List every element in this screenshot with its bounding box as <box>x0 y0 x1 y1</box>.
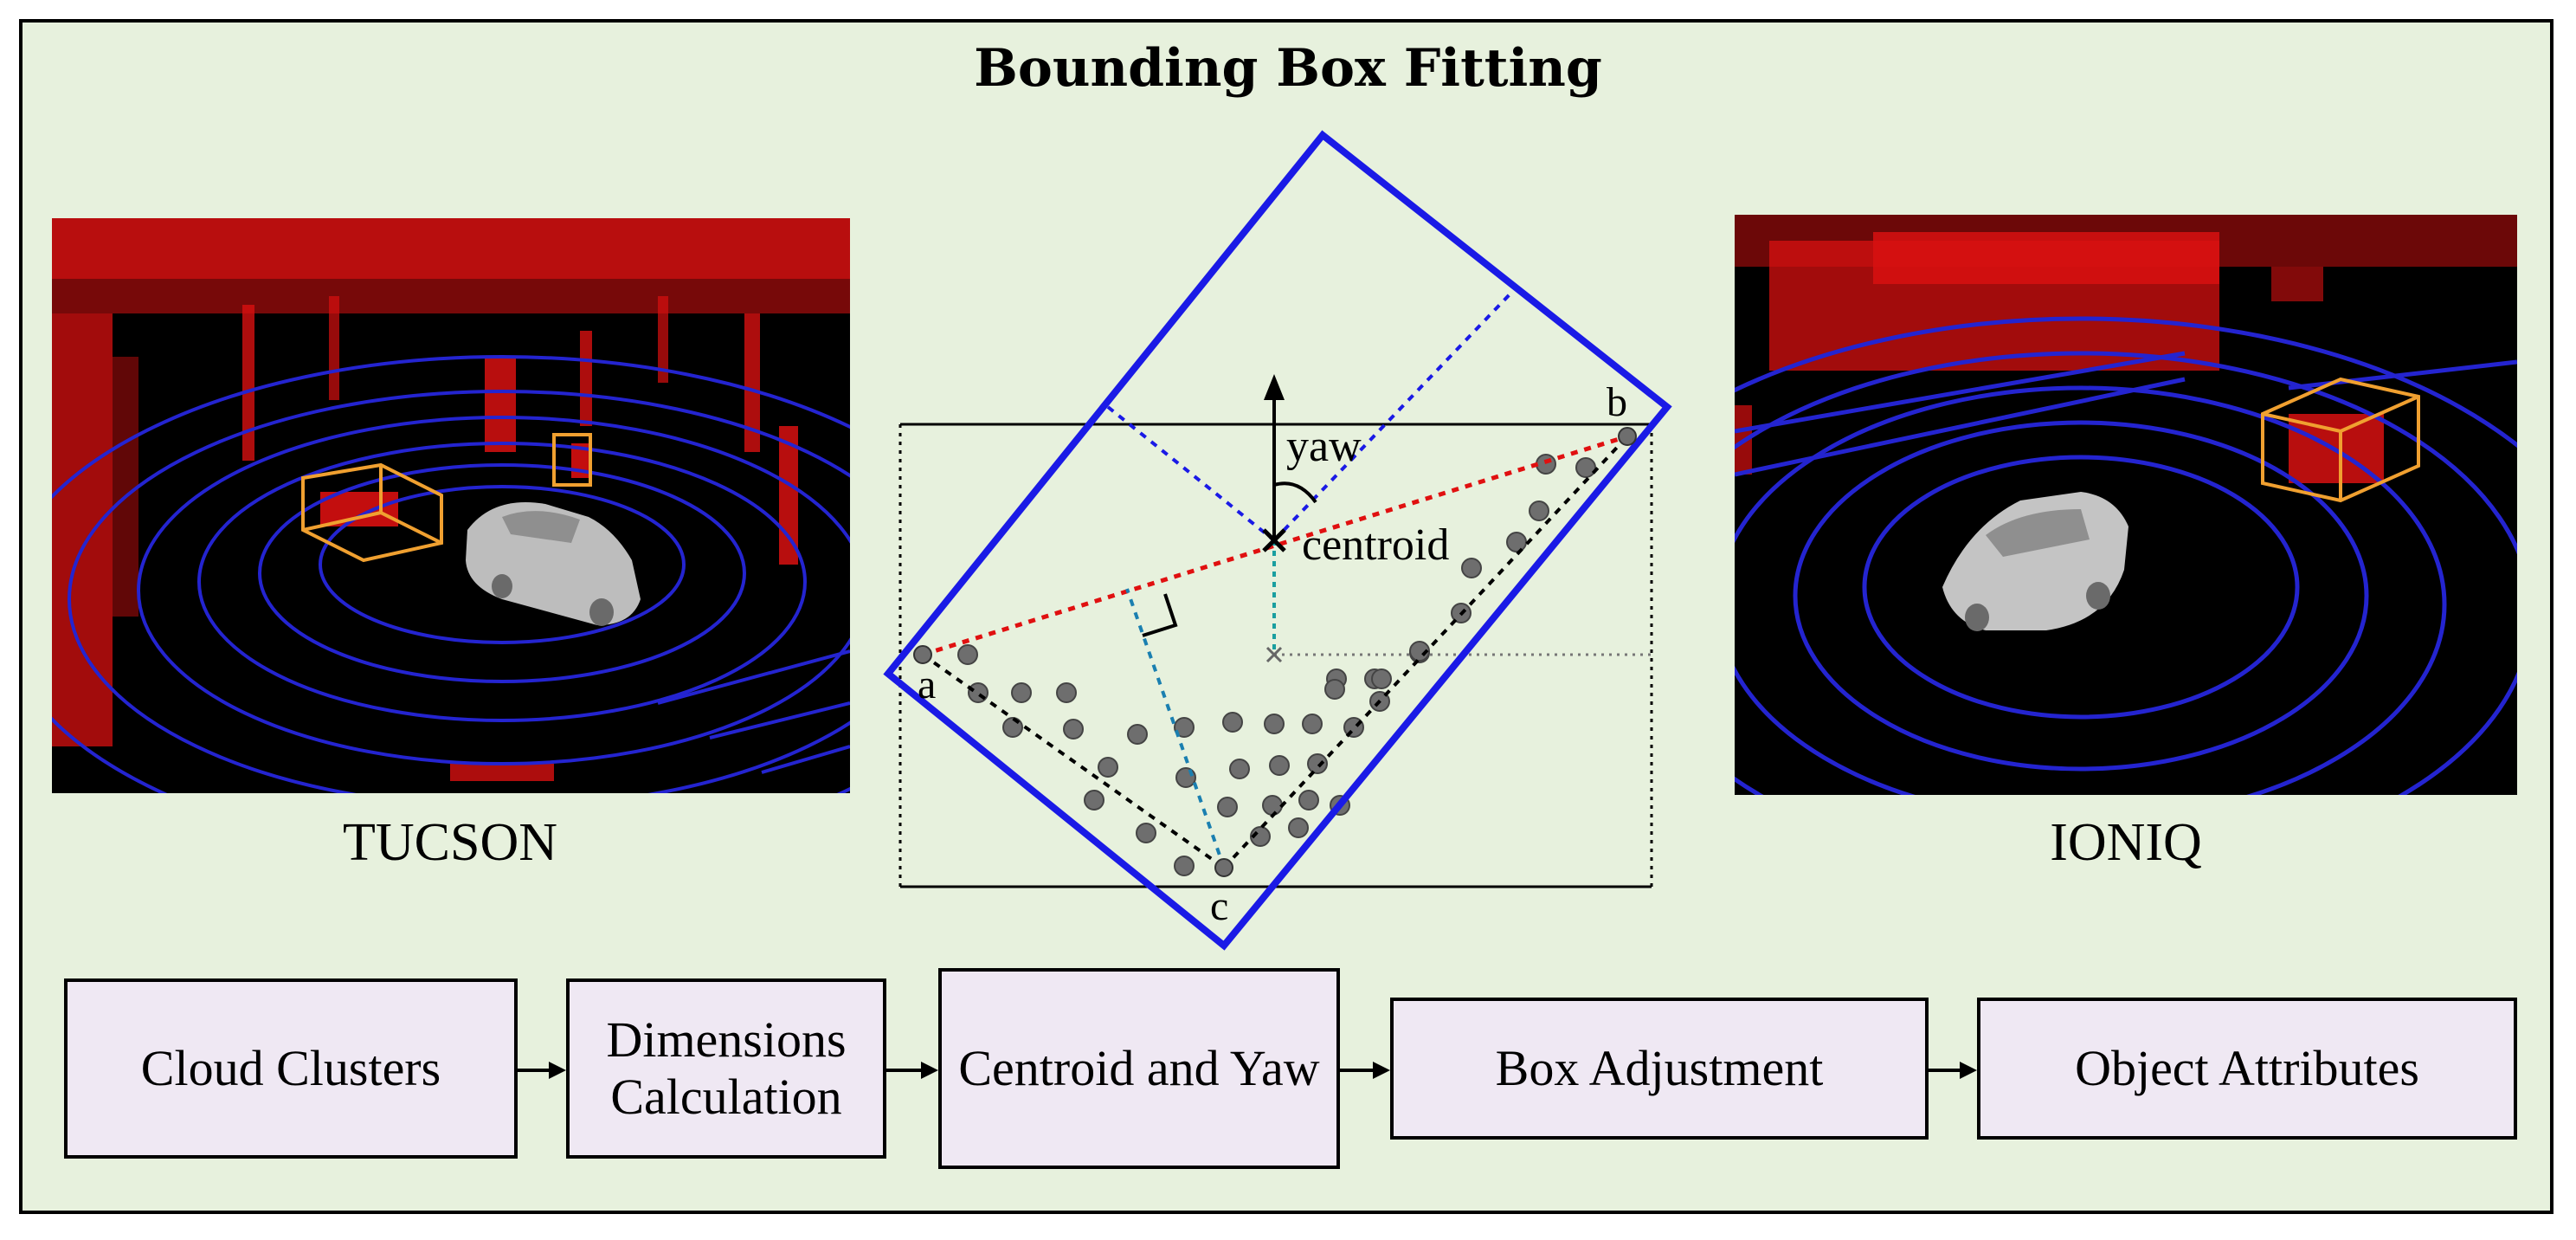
step-object-attributes: Object Attributes <box>1977 998 2517 1140</box>
fitted-bounding-box <box>883 130 1672 951</box>
yaw-angle-arc <box>1273 481 1317 504</box>
cloud-point <box>1575 457 1596 478</box>
step-dimensions-calculation: Dimensions Calculation <box>566 978 886 1159</box>
label-c: c <box>1210 883 1228 929</box>
cloud-point <box>1098 757 1118 778</box>
tucson-car-model <box>466 502 641 626</box>
label-a: a <box>918 662 936 707</box>
cloud-point <box>1084 790 1104 811</box>
ioniq-lidar-render <box>1735 215 2517 795</box>
right-angle-marker <box>1142 593 1178 637</box>
tucson-caption: TUCSON <box>342 813 558 872</box>
cloud-point <box>957 644 978 665</box>
tucson-lidar-panel <box>52 218 850 793</box>
cloud-point <box>1324 679 1345 700</box>
cloud-point <box>1461 558 1482 578</box>
step-label: Object Attributes <box>2075 1040 2419 1096</box>
cloud-point <box>1174 856 1195 876</box>
label-b: b <box>1607 379 1627 425</box>
step-label: Box Adjustment <box>1495 1040 1824 1096</box>
cloud-point <box>1288 817 1309 838</box>
point-a-dot <box>913 645 932 664</box>
ioniq-lidar-panel <box>1735 215 2517 795</box>
tucson-lidar-render <box>52 218 850 793</box>
cloud-point <box>1011 682 1032 703</box>
diagonal-a-b <box>922 434 1628 657</box>
point-c-dot <box>1214 858 1233 877</box>
figure-title: Bounding Box Fitting <box>974 38 1602 99</box>
ioniq-car-model <box>1942 492 2128 631</box>
step-box-adjustment: Box Adjustment <box>1390 998 1929 1140</box>
cloud-point <box>1063 719 1084 739</box>
ioniq-target-box <box>2261 377 2420 503</box>
cloud-point <box>1371 668 1392 689</box>
cloud-point <box>1229 759 1250 779</box>
yaw-arrow <box>1264 374 1285 540</box>
cloud-point <box>1136 823 1156 843</box>
tucson-target-boxes <box>301 433 592 563</box>
step-label: Cloud Clusters <box>140 1040 441 1096</box>
centroid-marker <box>1262 528 1286 552</box>
cloud-point <box>1506 532 1527 552</box>
step-cloud-clusters: Cloud Clusters <box>64 978 518 1159</box>
hull-edges <box>921 435 1629 869</box>
cloud-point <box>1217 797 1238 817</box>
cloud-point <box>1269 755 1290 776</box>
cloud-point <box>1302 714 1323 734</box>
step-label: Centroid and Yaw <box>958 1040 1320 1096</box>
cloud-point <box>1529 501 1549 521</box>
cloud-point <box>1174 717 1195 738</box>
cloud-point <box>1264 714 1285 734</box>
ioniq-caption: IONIQ <box>2050 813 2202 872</box>
point-b-dot <box>1618 427 1637 446</box>
step-label: Dimensions Calculation <box>606 1011 847 1125</box>
cloud-point <box>1127 724 1148 745</box>
cloud-point <box>1298 790 1319 811</box>
cloud-point <box>1307 753 1328 774</box>
label-yaw: yaw <box>1286 422 1362 471</box>
tucson-blue-rings <box>52 355 850 793</box>
center-marker <box>1265 646 1283 663</box>
ioniq-blue-rings <box>1735 316 2517 795</box>
step-centroid-and-yaw: Centroid and Yaw <box>938 968 1340 1169</box>
cloud-point <box>1056 682 1077 703</box>
cloud-point <box>1222 712 1243 733</box>
label-centroid: centroid <box>1302 520 1449 570</box>
